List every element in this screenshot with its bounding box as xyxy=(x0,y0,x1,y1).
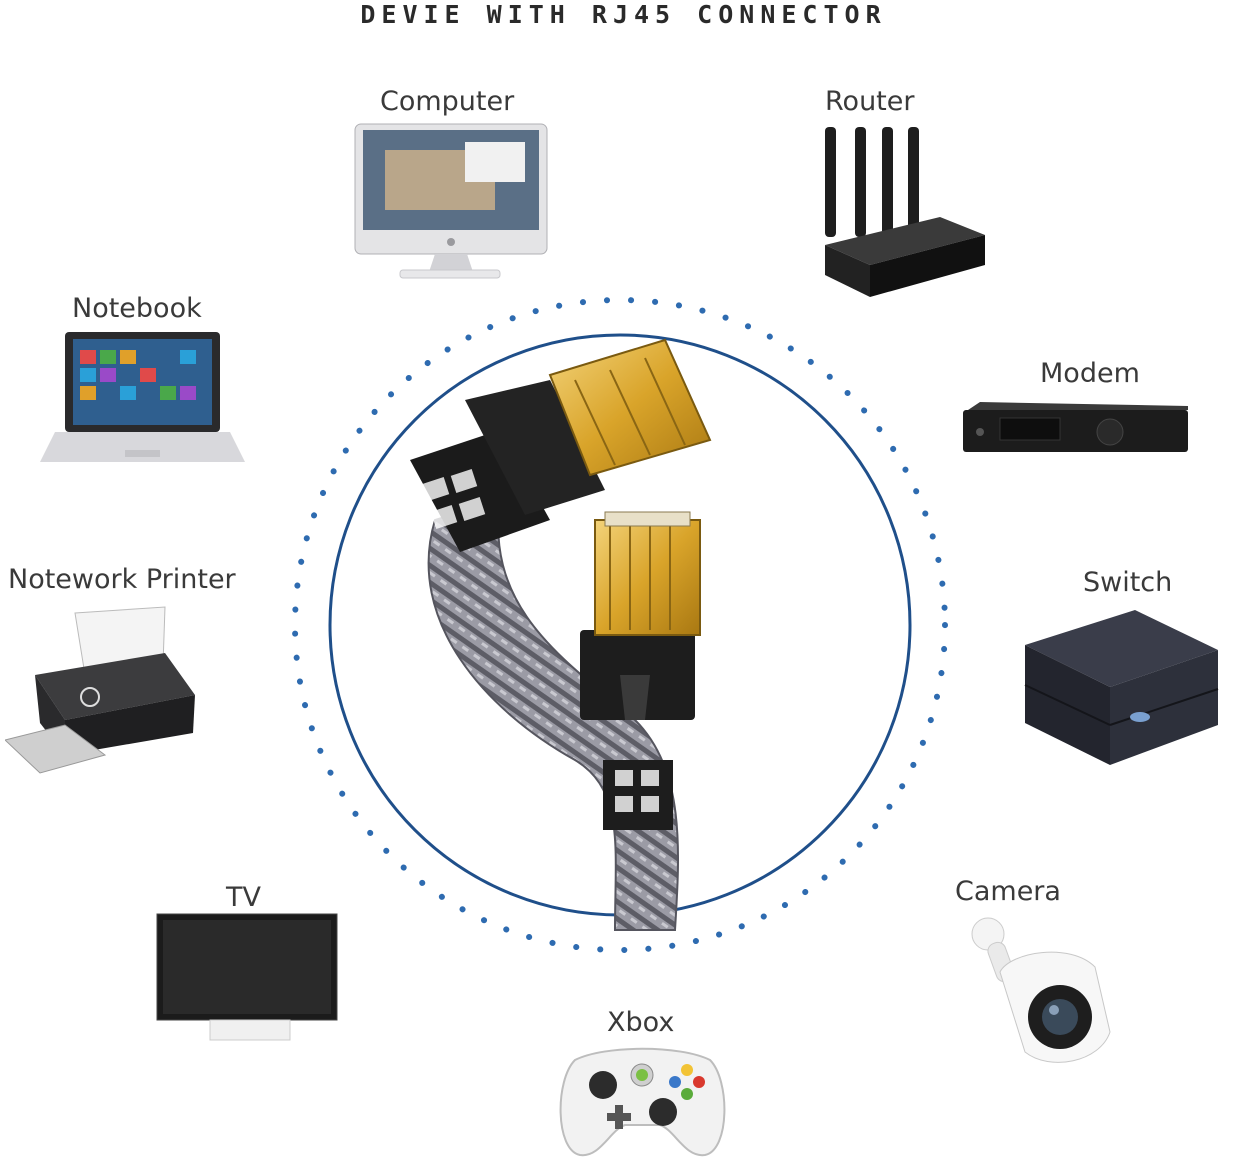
label-modem: Modem xyxy=(1040,358,1140,389)
label-notebook: Notebook xyxy=(72,293,202,324)
label-switch: Switch xyxy=(1083,567,1173,598)
router-icon xyxy=(820,125,990,300)
camera-icon xyxy=(970,912,1115,1072)
switch-icon xyxy=(1020,605,1220,770)
ethernet-cable-icon xyxy=(292,297,948,953)
label-computer: Computer xyxy=(380,86,515,117)
notebook-icon xyxy=(40,328,245,468)
modem-icon xyxy=(960,400,1190,460)
label-camera: Camera xyxy=(955,876,1061,907)
tv-icon xyxy=(155,912,340,1042)
label-xbox: Xbox xyxy=(607,1007,675,1038)
page-title: DEVIE WITH RJ45 CONNECTOR xyxy=(360,0,887,29)
center-ring xyxy=(285,290,955,970)
label-printer: Notework Printer xyxy=(8,564,236,595)
printer-icon xyxy=(5,605,200,775)
label-router: Router xyxy=(825,86,915,117)
computer-icon xyxy=(345,122,555,282)
label-tv: TV xyxy=(226,882,261,913)
xbox-controller-icon xyxy=(555,1040,730,1160)
